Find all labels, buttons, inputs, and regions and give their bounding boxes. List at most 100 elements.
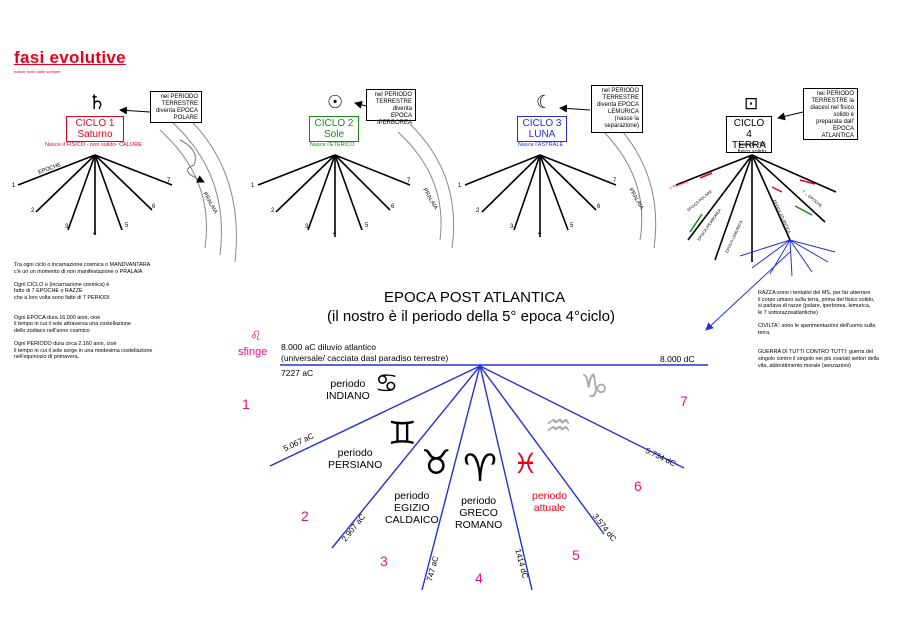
end-date: 8.000 dC bbox=[660, 354, 695, 364]
right-note-line: singolo contro il singolo nei più svaria… bbox=[758, 355, 880, 362]
cycle-4-info-box: nei PERIODO TERRESTRE la diacesi nel fis… bbox=[803, 88, 858, 140]
cycle-1-fan bbox=[17, 154, 173, 235]
right-note-line: vita, abbruttimento morale (senzazioni) bbox=[758, 362, 851, 369]
left-notes: Tra ogni ciclo o incarnazione cosmica o … bbox=[14, 262, 152, 361]
main-subtitle: (il nostro è il periodo della 5° epoca 4… bbox=[327, 308, 615, 325]
fan2-num-5: 5 bbox=[365, 223, 369, 229]
period-word: periodo bbox=[532, 490, 568, 502]
period-name: EGIZIO bbox=[394, 502, 430, 514]
title-footnote: notizie fonte dalle scritture bbox=[14, 69, 61, 74]
period-num-1: 1 bbox=[242, 396, 250, 412]
cycle-3-name: CICLO 3 bbox=[522, 118, 562, 129]
period-indiano: periodo INDIANO bbox=[326, 378, 370, 402]
fan1-num-2: 2 bbox=[31, 208, 35, 214]
right-notes: RAZZA:sono i tentativi del MS, per far a… bbox=[758, 290, 879, 369]
start-line-1: 8.000 aC diluvio atlantico bbox=[281, 342, 376, 352]
cycle-2-fan bbox=[257, 154, 411, 237]
cycle-3-label: CICLO 3 LUNA bbox=[517, 116, 567, 142]
left-note-line: Ogni EPOCA dura 16.000 anni, cioè bbox=[14, 314, 101, 321]
cycle-4-fan bbox=[675, 154, 837, 262]
fan3-num-7: 7 bbox=[613, 178, 617, 184]
right-note-line bbox=[758, 336, 879, 343]
cycle-2-name: CICLO 2 bbox=[314, 118, 354, 129]
right-note-line: le 7 sottorazzeatlantiche) bbox=[758, 309, 818, 316]
fan3-num-4: 4 bbox=[538, 231, 542, 237]
fan3-num-1: 1 bbox=[458, 183, 462, 189]
main-title: EPOCA POST ATLANTICA bbox=[384, 289, 566, 306]
gemini-icon: ♊ bbox=[388, 414, 417, 452]
fan1-num-5: 5 bbox=[125, 223, 129, 229]
period-attuale: periodo attuale bbox=[532, 490, 567, 514]
cycle-4-colored-marks bbox=[689, 172, 816, 233]
period-word: periodo bbox=[337, 447, 373, 459]
period-num-2: 2 bbox=[301, 508, 309, 524]
right-note-line bbox=[758, 316, 879, 323]
left-note-line: che a loro volta sono fatte di 7 PERIODI bbox=[14, 294, 110, 301]
page-title: fasi evolutive bbox=[14, 48, 126, 67]
right-note-line: CIVILTA': sono le sperimentazioni dell'u… bbox=[758, 322, 876, 329]
period-num-4: 4 bbox=[475, 570, 483, 586]
cycle-3-planet: LUNA bbox=[528, 129, 556, 140]
cycle-3-subtitle: Nasce l'ASTRALE bbox=[518, 142, 564, 148]
cycle-3-info-box: nel PERIODO TERRESTRE diventa EPOCA LEMU… bbox=[591, 85, 643, 133]
period-persiano: periodo PERSIANO bbox=[328, 447, 382, 471]
left-note-line: Tra ogni ciclo o incarnazione cosmica o … bbox=[14, 262, 151, 268]
left-note-line: il tempo in cui il sole sorge in una med… bbox=[14, 347, 153, 354]
cycle-4-subfan bbox=[739, 239, 836, 277]
cycle-2-planet: Sole bbox=[323, 129, 344, 140]
fan3-num-2: 2 bbox=[476, 208, 480, 214]
capricorn-icon: ♑ bbox=[580, 367, 609, 405]
left-note-line: il tempo in cui il sole attraversa una c… bbox=[14, 321, 131, 328]
period-num-5: 5 bbox=[572, 547, 580, 563]
right-note-line: il corpo umano sulla terra, prima del fi… bbox=[758, 296, 875, 303]
period-name-2: ROMANO bbox=[455, 519, 503, 531]
left-note-line: c'è un un momento di non manifestazione … bbox=[14, 268, 143, 275]
saturn-icon: ♄ bbox=[88, 90, 106, 114]
right-note-line: terra. bbox=[758, 329, 771, 336]
left-note-line: dello zodiaco nell'anno cosmico bbox=[14, 327, 90, 334]
cancer-icon: ♋ bbox=[375, 369, 399, 399]
cycle-4-label: CICLO 4 TERRA bbox=[726, 116, 772, 153]
fan3-num-3: 3 bbox=[510, 224, 514, 230]
fan3-num-5: 5 bbox=[570, 223, 574, 229]
fan2-num-6: 6 bbox=[391, 204, 395, 210]
cycle-4-planet: TERRA bbox=[732, 140, 766, 151]
period-word: periodo bbox=[461, 495, 497, 507]
taurus-icon: ♉ bbox=[421, 443, 452, 483]
fan2-num-2: 2 bbox=[271, 208, 275, 214]
period-name: GRECO bbox=[459, 507, 498, 519]
left-note-line: fatto di 7 EPOCHE o RAZZE bbox=[14, 288, 83, 295]
fan3-num-6: 6 bbox=[597, 204, 601, 210]
sun-icon: ☉ bbox=[327, 92, 344, 113]
cycle-1-info-box: nel PERIODO TERRESTRE diventa EPOCA POLA… bbox=[150, 91, 202, 123]
box-arrows bbox=[119, 100, 804, 183]
period-name: PERSIANO bbox=[328, 459, 383, 471]
fan1-num-1: 1 bbox=[12, 183, 16, 189]
cycle-4-subtitle: scende l'IO fisico solido bbox=[737, 142, 767, 155]
moon-icon: ☾ bbox=[536, 92, 553, 113]
main-fan bbox=[269, 365, 685, 591]
right-note-line bbox=[758, 343, 879, 350]
fan2-num-3: 3 bbox=[305, 224, 309, 230]
period-word: periodo bbox=[394, 490, 430, 502]
period-num-7: 7 bbox=[680, 393, 688, 409]
right-note-line: GUERRA DI TUTTI CONTRO TUTTI: guerra del bbox=[758, 349, 874, 356]
cycle-3-fan bbox=[464, 154, 617, 237]
fan1-num-6: 6 bbox=[152, 204, 156, 210]
left-note-line bbox=[14, 308, 152, 315]
left-note-line: nell'equinozio di primavera. bbox=[14, 354, 80, 361]
fan2-num-7: 7 bbox=[407, 178, 411, 184]
leo-icon: ♌ bbox=[250, 329, 262, 344]
right-note-line: RAZZA:sono i tentativi del MS, per far a… bbox=[758, 290, 871, 296]
cycle-1-name: CICLO 1 bbox=[75, 118, 115, 129]
cycle-1-label: CICLO 1 Saturno bbox=[66, 116, 124, 142]
sfinge-label: sfinge bbox=[238, 346, 268, 358]
cycle-1-subtitle: Nasce il FISICO - non solido- CALORE bbox=[45, 142, 142, 148]
date-1: 7227 aC bbox=[281, 368, 314, 378]
blue-arrow bbox=[705, 251, 791, 331]
period-name: attuale bbox=[533, 502, 566, 514]
left-note-line bbox=[14, 275, 152, 282]
pralaia-arcs bbox=[159, 113, 657, 263]
period-name-2: CALDAICO bbox=[385, 514, 439, 526]
